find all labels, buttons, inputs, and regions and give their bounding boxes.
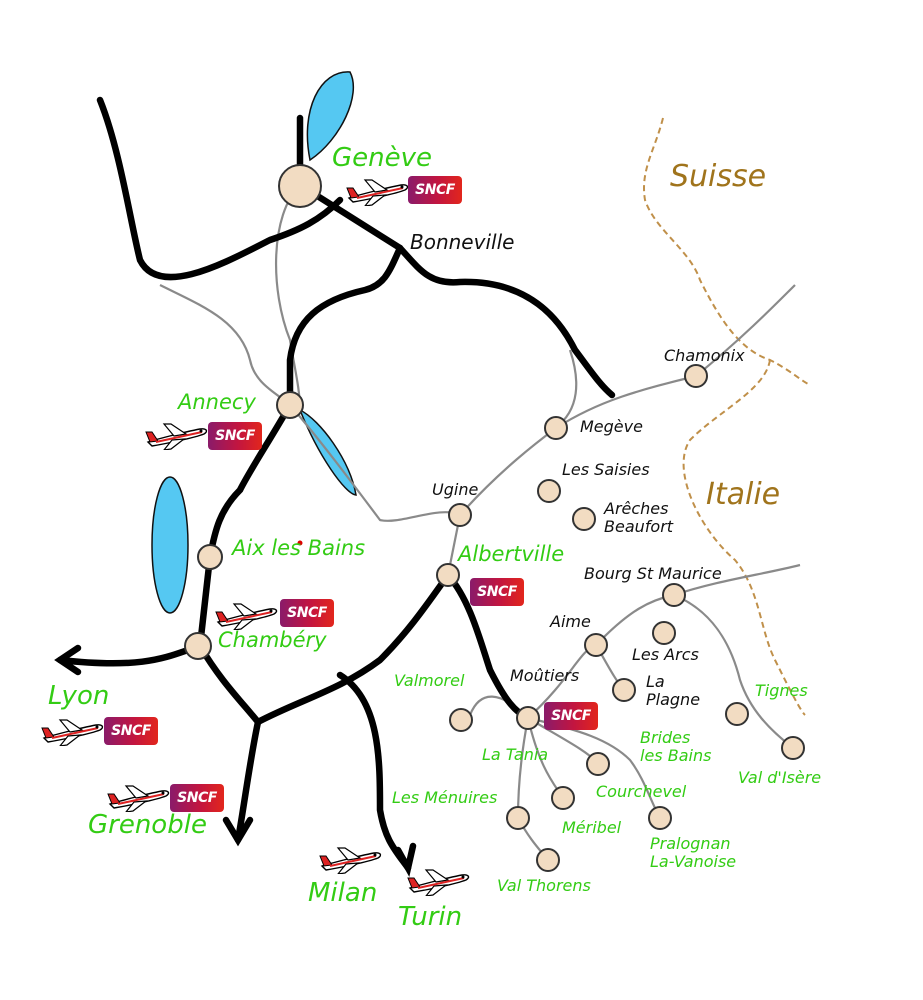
- lake-leman: [306, 71, 355, 162]
- city-label-geneve[interactable]: Genève: [332, 143, 433, 173]
- station-chamonix[interactable]: [684, 364, 708, 388]
- town-label-moutiers[interactable]: Moûtiers: [510, 666, 580, 685]
- resort-label-valmorel[interactable]: Valmorel: [394, 671, 465, 690]
- airplane-icon: [107, 785, 170, 812]
- station-plagne[interactable]: [612, 678, 636, 702]
- arrowheads: [54, 644, 417, 878]
- lake-bourget: [151, 476, 189, 614]
- resort-label-brides[interactable]: Brides les Bains: [640, 728, 712, 766]
- station-arcs[interactable]: [652, 621, 676, 645]
- town-label-areches[interactable]: Arêches Beaufort: [604, 499, 674, 537]
- sncf-logo-icon: SNCF: [208, 422, 262, 450]
- sncf-logo-icon: SNCF: [280, 599, 334, 627]
- city-label-albertville[interactable]: Albertville: [458, 542, 565, 566]
- airplane-icon: [407, 869, 470, 896]
- station-annecy[interactable]: [276, 391, 304, 419]
- resort-label-tania[interactable]: La Tania: [482, 745, 549, 764]
- station-moutiers[interactable]: [516, 706, 540, 730]
- town-label-plagne[interactable]: La Plagne: [646, 672, 701, 710]
- sncf-logo-icon: SNCF: [408, 176, 462, 204]
- town-label-megeve[interactable]: Megève: [580, 417, 643, 436]
- station-tignes[interactable]: [725, 702, 749, 726]
- sncf-logo-icon: SNCF: [470, 578, 524, 606]
- resort-label-tignes[interactable]: Tignes: [755, 681, 808, 700]
- city-label-turin[interactable]: Turin: [398, 902, 463, 932]
- city-label-lyon[interactable]: Lyon: [48, 681, 110, 711]
- station-valdisere[interactable]: [781, 736, 805, 760]
- city-label-chambery[interactable]: Chambéry: [218, 628, 327, 652]
- station-aix[interactable]: [197, 544, 223, 570]
- station-aime[interactable]: [584, 633, 608, 657]
- city-label-aix[interactable]: Aix les Bains: [232, 536, 366, 560]
- town-label-aime[interactable]: Aime: [550, 612, 591, 631]
- resort-label-valthorens[interactable]: Val Thorens: [497, 876, 591, 895]
- station-megeve[interactable]: [544, 416, 568, 440]
- station-geneve[interactable]: [278, 164, 322, 208]
- town-label-bourg[interactable]: Bourg St Maurice: [584, 564, 722, 583]
- airplane-icon: [145, 423, 208, 450]
- airplane-icon: [41, 719, 104, 746]
- city-label-grenoble[interactable]: Grenoble: [88, 810, 207, 840]
- airplane-icon: [215, 603, 278, 630]
- city-label-milan[interactable]: Milan: [308, 878, 378, 908]
- town-label-saisies[interactable]: Les Saisies: [562, 460, 650, 479]
- station-brides[interactable]: [586, 752, 610, 776]
- town-label-bonneville[interactable]: Bonneville: [410, 230, 515, 254]
- resort-label-valdisere[interactable]: Val d'Isère: [738, 768, 822, 787]
- town-label-arcs[interactable]: Les Arcs: [632, 645, 699, 664]
- station-bourg[interactable]: [662, 583, 686, 607]
- resort-label-courchevel[interactable]: Courchevel: [596, 782, 687, 801]
- sncf-logo-icon: SNCF: [170, 784, 224, 812]
- station-albertville[interactable]: [436, 563, 460, 587]
- station-courchevel[interactable]: [648, 806, 672, 830]
- resort-label-meribel[interactable]: Méribel: [562, 818, 622, 837]
- station-valthorens[interactable]: [536, 848, 560, 872]
- station-chambery[interactable]: [184, 632, 212, 660]
- country-label-italie: Italie: [706, 477, 781, 512]
- station-valmorel[interactable]: [449, 708, 473, 732]
- country-label-suisse: Suisse: [670, 159, 767, 194]
- resort-label-menuires[interactable]: Les Ménuires: [392, 788, 498, 807]
- airplane-icon: [346, 179, 409, 206]
- town-label-ugine[interactable]: Ugine: [432, 480, 479, 499]
- station-meribel[interactable]: [551, 786, 575, 810]
- sncf-logo-icon: SNCF: [544, 702, 598, 730]
- station-ugine[interactable]: [448, 503, 472, 527]
- sncf-logo-icon: SNCF: [104, 717, 158, 745]
- station-saisies[interactable]: [537, 479, 561, 503]
- resort-label-pralognan[interactable]: Pralognan La-Vanoise: [650, 834, 737, 872]
- station-areches[interactable]: [572, 507, 596, 531]
- city-label-annecy[interactable]: Annecy: [178, 390, 256, 414]
- station-menuires[interactable]: [506, 806, 530, 830]
- town-label-chamonix[interactable]: Chamonix: [664, 346, 745, 365]
- airplane-icon: [319, 847, 382, 874]
- border-suisse: [643, 117, 811, 386]
- red-dot-icon: [297, 540, 303, 546]
- border-italie: [682, 359, 806, 716]
